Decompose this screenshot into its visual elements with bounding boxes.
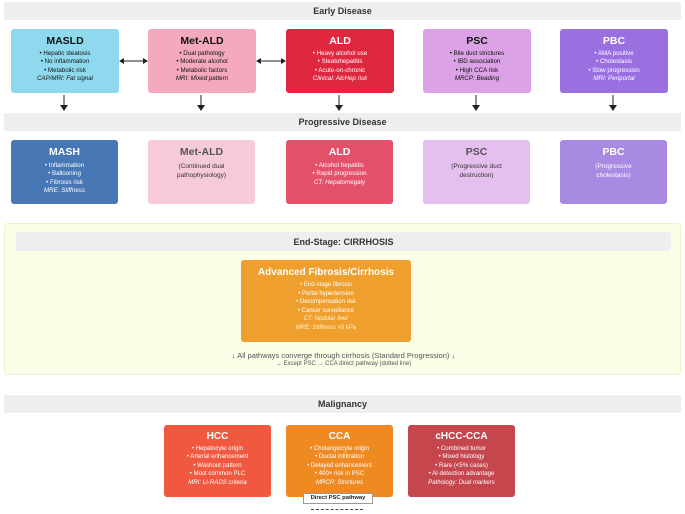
psc-card[interactable]: PSC Bile duct strictures IBD association… [423, 29, 531, 93]
card-imaging: MRCP: Beading [454, 74, 500, 82]
ald-card[interactable]: ALD Heavy alcohol use Steatohepatitis Ac… [286, 29, 394, 93]
arrow-down-icon [60, 95, 68, 111]
card-item: Heavy alcohol use [286, 50, 394, 58]
card-item: Rapid progression [286, 170, 393, 178]
card-note: (Progressive [595, 163, 632, 170]
card-item: Moderate alcohol [148, 58, 256, 66]
card-item: Hepatocyte origin [164, 445, 271, 453]
card-title: Met-ALD [179, 146, 224, 158]
card-imaging: MRI: LI-RADS criteria [188, 478, 247, 486]
card-imaging: MRCP: Strictures [315, 478, 364, 486]
card-item: Slow progression [560, 67, 668, 75]
card-imaging: MRI: Mixed pattern [175, 74, 229, 82]
card-note: pathophysiology) [176, 172, 227, 179]
card-item: AMA positive [560, 50, 668, 58]
card-item: Mixed histology [408, 453, 515, 461]
hcc-card[interactable]: HCC Hepatocyte origin Arterial enhanceme… [164, 425, 271, 497]
card-item: IBD association [423, 58, 531, 66]
progressive-disease-header: Progressive Disease [4, 113, 681, 131]
card-item: Metabolic risk [11, 67, 119, 75]
card-item: Alcohol hepatitis [286, 162, 393, 170]
card-item: AI detection advantage [408, 470, 515, 478]
card-item: Delayed enhancement [286, 462, 393, 470]
card-title: CCA [328, 431, 351, 442]
card-item: Washout pattern [164, 462, 271, 470]
card-title: PBC [602, 35, 626, 47]
mash-card[interactable]: MASH Inflammation Ballooning Fibrosis ri… [11, 140, 118, 204]
card-note: destruction) [459, 172, 494, 179]
arrow-down-icon [472, 95, 480, 111]
card-imaging: MRE: Stiffness [44, 186, 85, 194]
card-imaging: Pathology: Dual markers [428, 478, 495, 486]
card-title: ALD [328, 146, 351, 158]
card-item: Most common PLC [164, 470, 271, 478]
masld-card[interactable]: MASLD Hepatic steatosis No inflammation … [11, 29, 119, 93]
pbc-card[interactable]: PBC AMA positive Cholestasis Slow progre… [560, 29, 668, 93]
early-disease-header: Early Disease [4, 2, 681, 20]
pbc-progressive-card[interactable]: PBC (Progressive cholestasis) [560, 140, 667, 204]
card-item: Decompensation risk [241, 298, 411, 307]
ald-progressive-card[interactable]: ALD Alcohol hepatitis Rapid progression … [286, 140, 393, 204]
chcc-cca-card[interactable]: cHCC-CCA Combined tumor Mixed histology … [408, 425, 515, 497]
card-title: Advanced Fibrosis/Cirrhosis [257, 267, 395, 278]
card-title: Met-ALD [180, 35, 224, 47]
double-arrow-icon [256, 58, 286, 64]
card-item: No inflammation [11, 58, 119, 66]
card-imaging: MRI: Periportal [593, 74, 635, 82]
card-item: End-stage fibrosis [241, 281, 411, 290]
card-item: Cholestasis [560, 58, 668, 66]
card-item: Ductal infiltration [286, 453, 393, 461]
card-title: PBC [602, 146, 625, 158]
card-item: Bile duct strictures [423, 50, 531, 58]
metald-card[interactable]: Met-ALD Dual pathology Moderate alcohol … [148, 29, 256, 93]
card-item: Steatohepatitis [286, 58, 394, 66]
card-item: Combined tumor [408, 445, 515, 453]
card-item: Arterial enhancement [164, 453, 271, 461]
card-item: 400× risk in PSC [286, 470, 393, 478]
arrow-down-icon [609, 95, 617, 111]
arrow-down-icon [197, 95, 205, 111]
card-item: High CCA risk [423, 67, 531, 75]
card-item: Hepatic steatosis [11, 50, 119, 58]
card-item: Metabolic factors [148, 67, 256, 75]
card-imaging: CAP/MRI: Fat signal [36, 74, 94, 82]
card-imaging: CT: Nodular liver [303, 316, 349, 323]
malignancy-header: Malignancy [4, 395, 681, 413]
card-item: Cancer surveillance [241, 307, 411, 316]
card-item: Ballooning [11, 170, 118, 178]
card-item: Fibrosis risk [11, 179, 118, 187]
card-imaging: MRE: Stiffness >5 kPa [295, 324, 357, 331]
metald-progressive-card[interactable]: Met-ALD (Continued dual pathophysiology) [148, 140, 255, 204]
psc-pathway-dotted-line [311, 509, 363, 510]
convergence-note: ↓ All pathways converge through cirrhosi… [231, 351, 456, 360]
card-title: PSC [465, 146, 488, 158]
card-note: cholestasis) [596, 172, 631, 179]
end-stage-header: End-Stage: CIRRHOSIS [16, 232, 671, 251]
end-stage-panel: End-Stage: CIRRHOSIS Advanced Fibrosis/C… [4, 223, 681, 375]
card-title: ALD [329, 35, 351, 47]
card-item: Cholangiocyte origin [286, 445, 393, 453]
card-title: PSC [466, 35, 488, 47]
card-item: Inflammation [11, 162, 118, 170]
psc-exception-note: → Except PSC → CCA direct pathway (dotte… [275, 361, 412, 367]
card-title: MASH [49, 146, 80, 158]
card-title: HCC [206, 431, 229, 442]
card-note: (Continued dual [178, 163, 225, 170]
card-imaging: Clinical: AlcHep risk [312, 74, 368, 82]
double-arrow-icon [119, 58, 148, 64]
card-note: (Progressive duct [451, 163, 502, 170]
cirrhosis-card[interactable]: Advanced Fibrosis/Cirrhosis End-stage fi… [241, 260, 411, 342]
card-imaging: CT: Hepatomegaly [313, 178, 366, 186]
psc-pathway-badge: Direct PSC pathway [303, 493, 373, 504]
cca-card[interactable]: CCA Cholangiocyte origin Ductal infiltra… [286, 425, 393, 497]
card-item: Dual pathology [148, 50, 256, 58]
card-title: cHCC-CCA [435, 431, 488, 442]
arrow-down-icon [335, 95, 343, 111]
card-item: Acute-on-chronic [286, 67, 394, 75]
card-item: Rare (<5% cases) [408, 462, 515, 470]
card-title: MASLD [46, 35, 84, 47]
psc-progressive-card[interactable]: PSC (Progressive duct destruction) [423, 140, 530, 204]
card-item: Portal hypertension [241, 290, 411, 299]
